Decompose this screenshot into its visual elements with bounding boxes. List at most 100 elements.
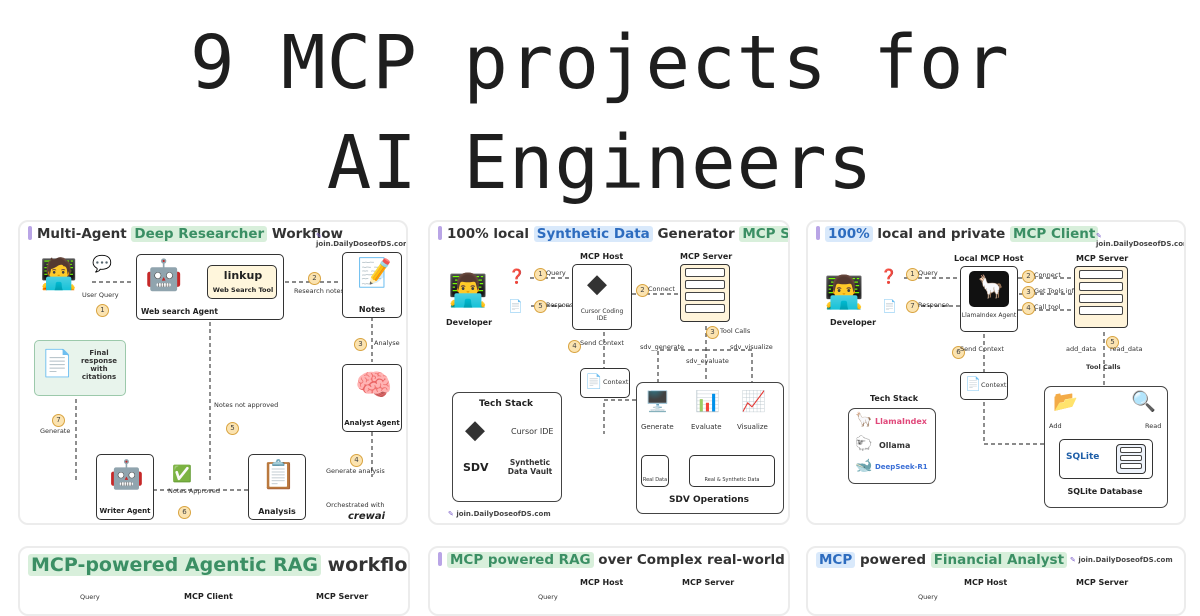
brand-link[interactable]: join.DailyDoseofDS.com [448, 510, 550, 518]
mcp-server-label: MCP Server [1076, 254, 1129, 263]
sdv-logo: SDV [463, 461, 489, 474]
step-badge-7: 7 [906, 300, 919, 313]
step-badge-4: 4 [568, 340, 581, 353]
db-icon [1116, 444, 1146, 474]
context-label: Context [981, 381, 1007, 389]
response-label: Response [546, 301, 578, 309]
step-badge-2: 2 [308, 272, 321, 285]
deepseek-icon: 🐋 [855, 458, 873, 474]
mcp-server-label: MCP Server [1076, 578, 1129, 587]
context-icon: 📄 [965, 377, 982, 392]
panel-financial-analyst: MCP powered Financial Analyst join.Daily… [806, 546, 1186, 616]
tool-calls-label: Tool Calls [720, 327, 751, 335]
query-label: Query [80, 593, 100, 601]
developer-icon: 👨‍💻 [824, 273, 864, 311]
step-badge-1: 1 [534, 268, 547, 281]
panel-synthetic-data-generator: 100% local Synthetic Data Generator MCP … [428, 220, 790, 525]
real-synth-node: Real & Synthetic Data [689, 455, 775, 487]
add-data-label: add_data [1066, 345, 1097, 353]
question-icon: ❓ [880, 269, 898, 285]
sqlite-box: 📂 🔍 Add Read SQLite SQLite Database [1044, 386, 1168, 508]
get-tools-label: Get Tools info [1034, 287, 1078, 295]
context-icon: 📄 [585, 374, 603, 390]
mcp-server-label: MCP Server [682, 578, 735, 587]
main-title-line-2: AI Engineers [326, 120, 874, 206]
llamaindex-agent-node: 🦙 LlamaIndex Agent [960, 266, 1018, 332]
notes-not-approved-label: Notes not approved [214, 401, 279, 409]
cursor-ide-node: ◆ Cursor Coding IDE [572, 264, 632, 330]
panel-local-mcp-client: 100% local and private MCP Client join.D… [806, 220, 1186, 525]
final-response-node: 📄 Final response with citations [34, 340, 126, 396]
notes-approved-label: Notes Approved [168, 487, 221, 495]
add-file-icon: 📂 [1053, 389, 1078, 413]
step-badge-4: 4 [1022, 302, 1035, 315]
context-label: Context [603, 378, 629, 386]
generate-icon: 🖥️ [645, 389, 670, 413]
step-badge-5: 5 [1106, 336, 1119, 349]
linkup-tool-node: linkup Web Search Tool [207, 265, 277, 299]
brain-icon: 🧠 [355, 368, 393, 403]
llamaindex-agent-label: LlamaIndex Agent [961, 312, 1017, 319]
tech-stack-box: 🦙 LlamaIndex 🐑 Ollama 🐋 DeepSeek-R1 [848, 408, 936, 484]
question-icon: ❓ [508, 269, 526, 285]
real-data-node: Real Data [641, 455, 669, 487]
sdv-evaluate-label: sdv_evaluate [686, 357, 729, 365]
user-query-label: User Query [82, 291, 119, 299]
user-icon: 🧑‍💻 [40, 257, 78, 292]
context-node: 📄 Context [960, 372, 1008, 400]
sqlite-logo: SQLite [1066, 452, 1100, 462]
visualize-op-label: Visualize [737, 423, 768, 431]
doc-icon: 📄 [882, 299, 897, 313]
generate-analysis-label: Generate analysis [326, 467, 385, 475]
mcp-server-node [680, 264, 730, 322]
document-icon: 📄 [41, 349, 74, 379]
notes-icon: 📝 [357, 256, 392, 289]
research-notes-label: Research notes [294, 287, 344, 295]
checklist-icon: 📋 [261, 458, 296, 491]
crewai-logo: crewai [348, 511, 386, 522]
cursor-logo-icon: ◆ [465, 415, 485, 445]
send-context-label: Send Context [960, 345, 1004, 353]
notes-node: 📝 Notes [342, 252, 402, 318]
mcp-host-label: MCP Host [964, 578, 1008, 587]
developer-label: Developer [446, 318, 493, 327]
developer-label: Developer [830, 318, 877, 327]
panel-title: MCP powered Financial Analyst [816, 552, 1068, 568]
real-synth-label: Real & Synthetic Data [704, 477, 760, 483]
response-label: Response [918, 301, 950, 309]
llamaindex-label: LlamaIndex [875, 417, 927, 426]
step-badge-6: 6 [178, 506, 191, 519]
panel-title: MCP powered RAG over Complex real-world … [438, 552, 788, 568]
panel-title: 100% local Synthetic Data Generator MCP … [438, 226, 788, 242]
ollama-icon: 🐑 [855, 436, 873, 452]
tool-calls-label: Tool Calls [1086, 363, 1121, 371]
llama-logo: 🦙 [969, 271, 1009, 307]
step-badge-7: 7 [52, 414, 65, 427]
step-badge-2: 2 [1022, 270, 1035, 283]
mcp-host-label: MCP Host [580, 578, 624, 587]
panel-title: 100% local and private MCP Client [816, 226, 1099, 242]
step-badge-5: 5 [226, 422, 239, 435]
step-badge-3: 3 [706, 326, 719, 339]
panel-complex-docs-rag: MCP powered RAG over Complex real-world … [428, 546, 790, 616]
step-badge-6: 6 [952, 346, 965, 359]
sdv-visualize-label: sdv_visualize [730, 343, 773, 351]
query-label: Query [538, 593, 558, 601]
brand-link[interactable]: join.DailyDoseofDS.com [1096, 232, 1184, 248]
web-search-agent-label: Web search Agent [141, 307, 218, 316]
robot-icon: 🤖 [145, 258, 183, 293]
final-response-label: Final response with citations [80, 349, 118, 382]
analyst-agent-label: Analyst Agent [344, 419, 400, 427]
question-icon: 💬 [92, 254, 112, 273]
add-label: Add [1049, 422, 1062, 430]
sqlite-node: SQLite [1059, 439, 1153, 479]
tech-stack-title: Tech Stack [870, 394, 919, 403]
brand-link[interactable]: join.DailyDoseofDS.com [1070, 556, 1172, 564]
evaluate-icon: 📊 [695, 389, 720, 413]
step-badge-3: 3 [354, 338, 367, 351]
web-search-tool-label: Web Search Tool [212, 286, 274, 294]
brand-link[interactable]: join.DailyDoseofDS.com [316, 232, 406, 248]
notes-label: Notes [358, 305, 386, 314]
panel-title: Multi-Agent Deep Researcher Workflow [28, 226, 343, 242]
step-badge-4: 4 [350, 454, 363, 467]
